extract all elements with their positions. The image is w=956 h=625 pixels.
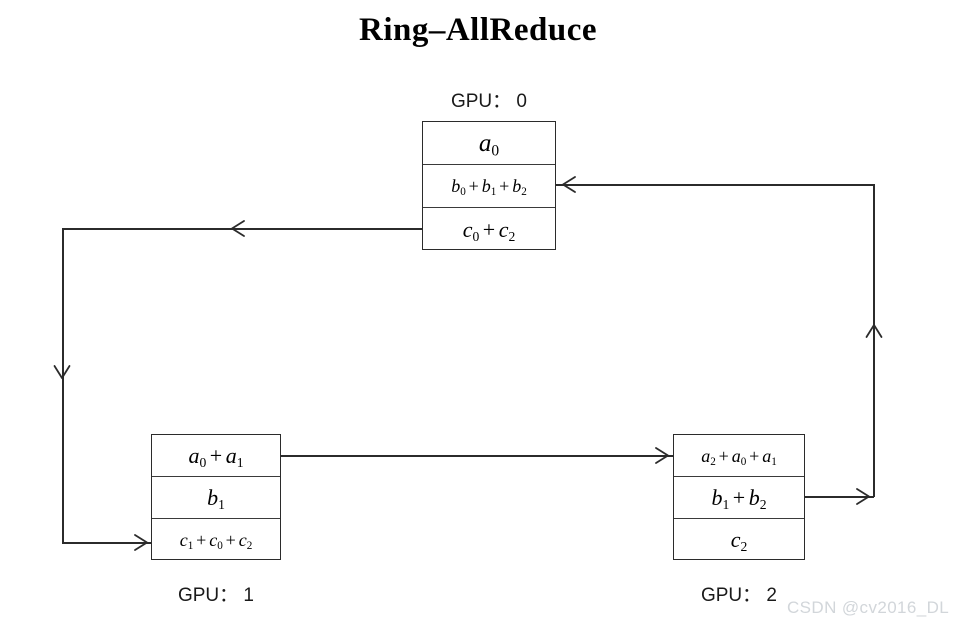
arrowhead-into-gpu2-row-a: [655, 447, 669, 464]
connector-gpu0-gpu1-bottom-segment: [62, 542, 152, 544]
arrowhead-into-gpu0-row-b: [562, 176, 576, 193]
gpu-1-box: a0+a1 b1 c1+c0+c2: [151, 434, 281, 560]
gpu-2-box: a2+a0+a1 b1+b2 c2: [673, 434, 805, 560]
gpu-0-row-c: c0+c2: [462, 216, 516, 244]
arrowhead-up-right: [865, 324, 883, 338]
gpu-0-row-b: b0+b1+b2: [423, 165, 555, 208]
arrowhead-down-left: [53, 365, 71, 379]
connector-gpu2-gpu0-top-segment: [556, 184, 875, 186]
gpu-2-row-a: a2+a0+a1: [674, 435, 804, 477]
arrowhead-right-bottom: [856, 488, 870, 505]
connector-gpu0-gpu1-vertical-segment: [62, 228, 64, 543]
arrowhead-into-gpu1-row-c: [134, 534, 148, 551]
gpu-0-row-a: a0: [423, 122, 555, 165]
gpu-1-label: GPU： 1: [177, 585, 255, 606]
arrowhead-left-top: [231, 220, 245, 237]
gpu-2-row-c: c2: [730, 527, 748, 554]
connector-gpu2-gpu0-vertical-segment: [873, 184, 875, 497]
gpu-1-row-c: c1+c0+c2: [179, 530, 253, 553]
gpu-0-box: a0 b0+b1+b2 c0+c2: [422, 121, 556, 250]
gpu-0-label: GPU： 0: [450, 91, 528, 112]
gpu-2-label: GPU： 2: [700, 585, 778, 606]
gpu-2-row-b: b1+b2: [674, 477, 804, 519]
gpu-1-row-a: a0+a1: [152, 435, 280, 477]
connector-gpu2-gpu0-bottom-segment: [805, 496, 874, 498]
connector-gpu0-gpu1-top-segment: [62, 228, 423, 230]
gpu-1-row-b: b1: [152, 477, 280, 519]
page-title: Ring–AllReduce: [359, 12, 597, 48]
connector-gpu1-gpu2-segment: [281, 455, 673, 457]
watermark: CSDN @cv2016_DL: [787, 598, 950, 617]
